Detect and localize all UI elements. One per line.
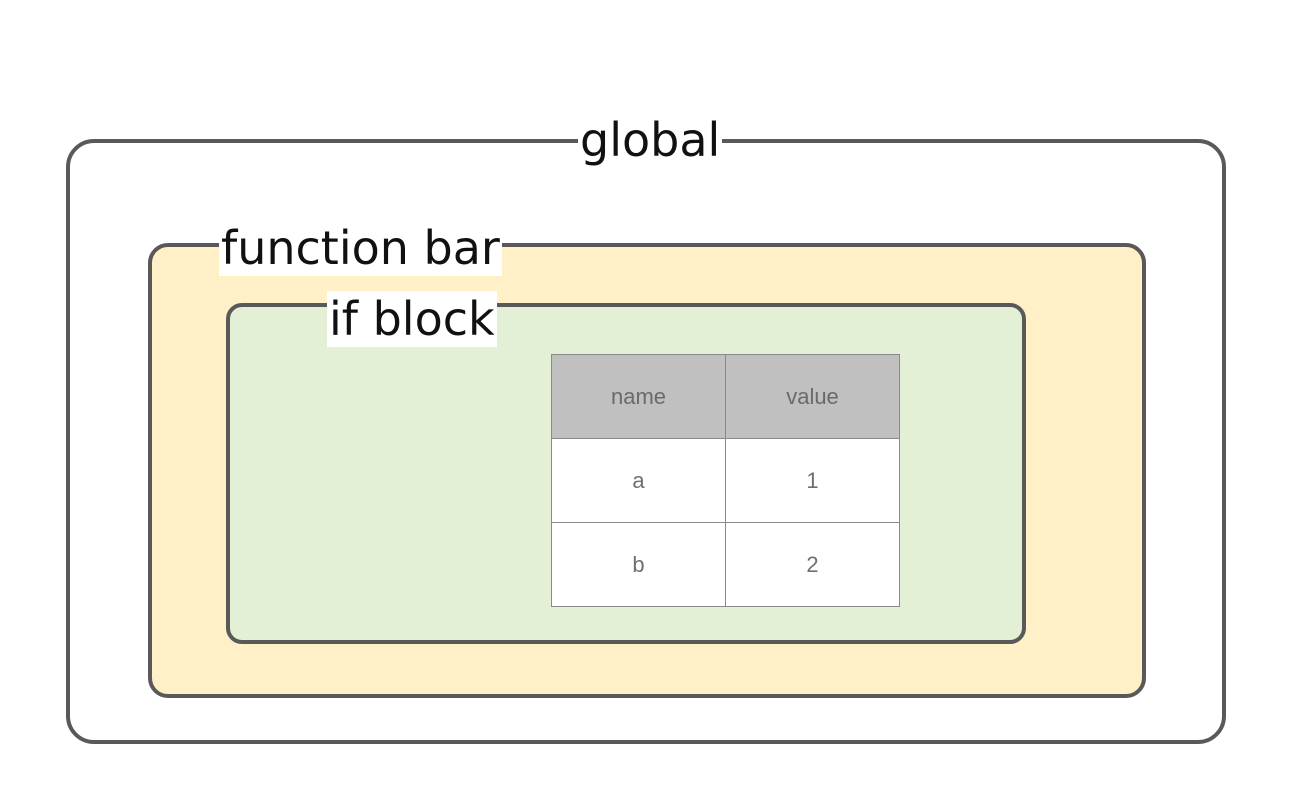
function-scope-label: function bar [219,220,502,276]
cell-name: a [551,438,726,523]
header-value: value [725,354,900,439]
header-name: name [551,354,726,439]
if-block-scope-label: if block [327,291,497,347]
variable-table: name value a 1 b 2 [551,354,900,607]
cell-name: b [551,522,726,607]
table-row: b 2 [551,522,900,607]
cell-value: 2 [725,522,900,607]
table-row: a 1 [551,438,900,523]
table-header-row: name value [551,354,900,439]
global-scope-label: global [578,111,723,169]
cell-value: 1 [725,438,900,523]
